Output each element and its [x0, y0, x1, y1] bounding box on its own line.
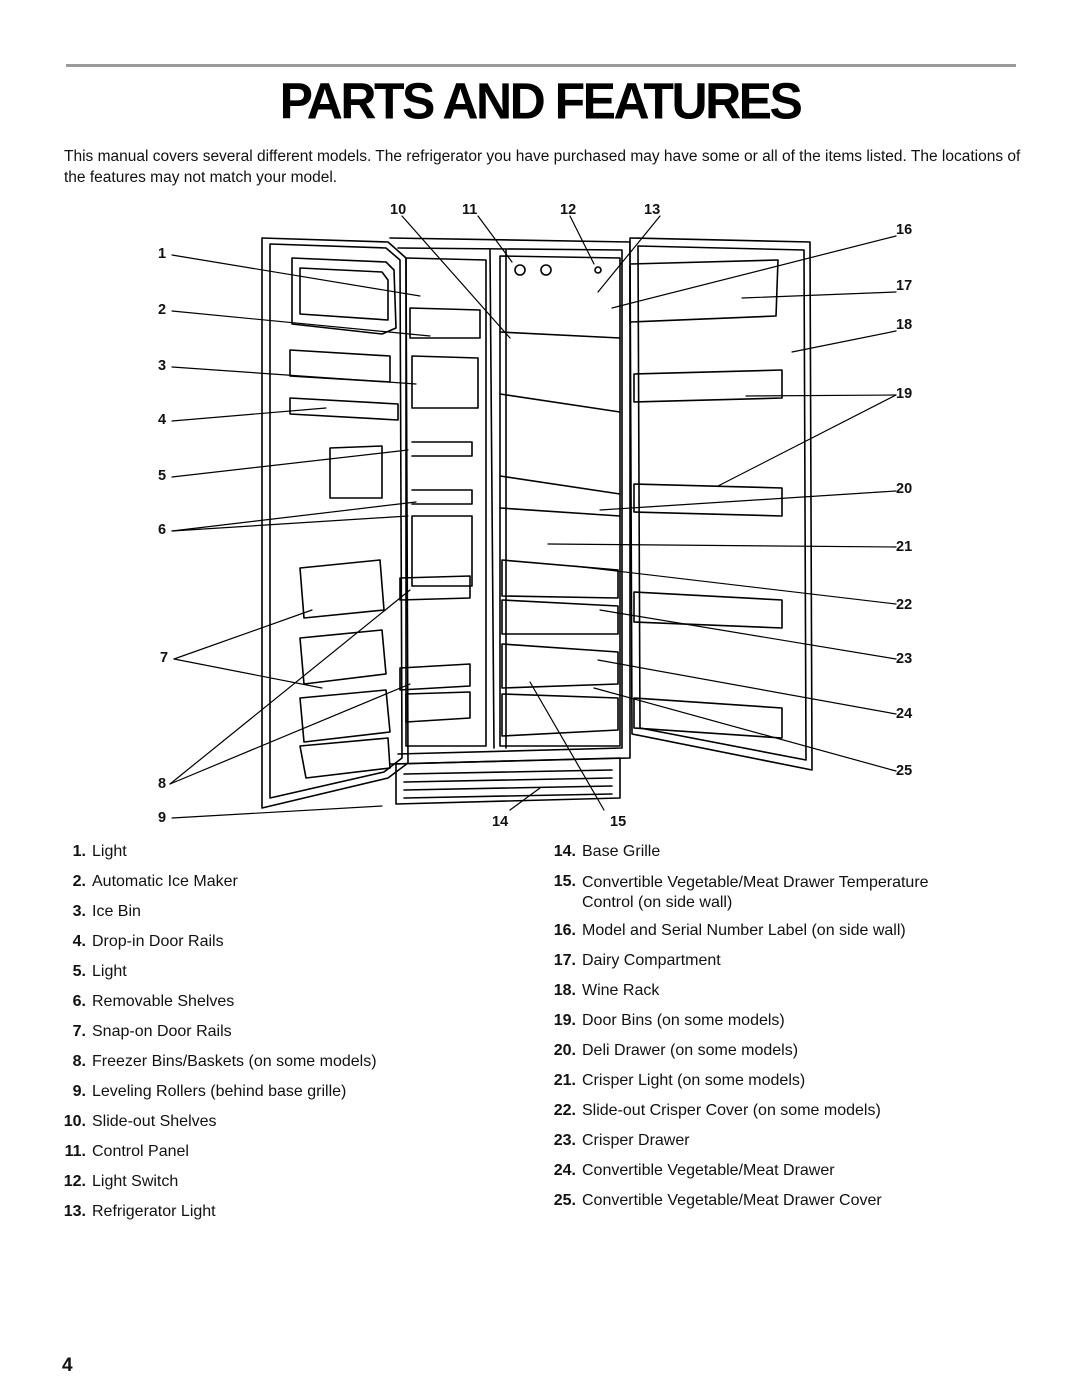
list-item: 14.Base Grille [553, 843, 661, 860]
list-item: 24.Convertible Vegetable/Meat Drawer [553, 1162, 835, 1179]
list-item: 11.Control Panel [64, 1143, 189, 1160]
list-item: 18.Wine Rack [553, 982, 660, 999]
callout-16: 16 [896, 222, 913, 238]
refrigerator-illustration [169, 215, 897, 819]
list-item: 19.Door Bins (on some models) [553, 1012, 785, 1029]
page-number: 4 [62, 1355, 73, 1376]
callout-11: 11 [462, 202, 478, 218]
callout-4: 4 [158, 412, 167, 428]
list-item: 17.Dairy Compartment [553, 952, 721, 969]
callout-15: 15 [610, 814, 627, 830]
callout-12: 12 [560, 202, 577, 218]
list-item: 23.Crisper Drawer [553, 1132, 690, 1149]
callout-23: 23 [896, 651, 913, 667]
callout-10: 10 [390, 202, 407, 218]
header-rule [66, 64, 1016, 67]
callout-6: 6 [158, 522, 167, 538]
callout-13: 13 [644, 202, 661, 218]
list-item: 8.Freezer Bins/Baskets (on some models) [72, 1053, 377, 1070]
list-item: 1.Light [72, 843, 127, 860]
callout-7: 7 [160, 650, 169, 666]
list-item: 6.Removable Shelves [72, 993, 235, 1010]
list-item: 20.Deli Drawer (on some models) [553, 1042, 799, 1059]
list-item: 25.Convertible Vegetable/Meat Drawer Cov… [553, 1192, 882, 1209]
list-item: 9.Leveling Rollers (behind base grille) [72, 1083, 347, 1100]
parts-list-right: 14.Base Grille 15.Convertible Vegetable/… [550, 843, 1020, 1223]
callout-14: 14 [492, 814, 509, 830]
callout-20: 20 [896, 481, 913, 497]
list-item: 22.Slide-out Crisper Cover (on some mode… [553, 1102, 881, 1119]
callout-8: 8 [158, 776, 167, 792]
callout-19: 19 [896, 386, 913, 402]
callout-22: 22 [896, 597, 913, 613]
list-item: 21.Crisper Light (on some models) [553, 1072, 806, 1089]
list-item: 13.Refrigerator Light [63, 1203, 216, 1220]
callout-3: 3 [158, 358, 167, 374]
refrigerator-diagram: 1 2 3 4 5 6 7 8 9 10 11 12 13 16 17 18 1… [150, 198, 930, 838]
list-item: 10.Slide-out Shelves [63, 1113, 217, 1130]
list-item: 16.Model and Serial Number Label (on sid… [553, 922, 906, 939]
list-item: 7.Snap-on Door Rails [72, 1023, 232, 1040]
callout-17: 17 [896, 278, 913, 294]
parts-list-left: 1.Light 2.Automatic Ice Maker 3.Ice Bin … [60, 843, 520, 1243]
list-item: 2.Automatic Ice Maker [72, 873, 238, 890]
page-title: PARTS AND FEATURES [279, 72, 803, 130]
list-item: 12.Light Switch [63, 1173, 179, 1190]
callout-5: 5 [158, 468, 167, 484]
callout-24: 24 [896, 706, 913, 722]
callout-25: 25 [896, 763, 913, 779]
intro-paragraph: This manual covers several different mod… [64, 148, 1021, 186]
list-item: 15.Convertible Vegetable/Meat Drawer Tem… [553, 873, 929, 911]
list-item: 4.Drop-in Door Rails [72, 933, 224, 950]
callout-21: 21 [896, 539, 913, 555]
callout-18: 18 [896, 317, 913, 333]
callout-1: 1 [158, 246, 167, 262]
list-item: 3.Ice Bin [72, 903, 141, 920]
callout-9: 9 [158, 810, 167, 826]
list-item: 5.Light [72, 963, 127, 980]
callout-2: 2 [158, 302, 167, 318]
